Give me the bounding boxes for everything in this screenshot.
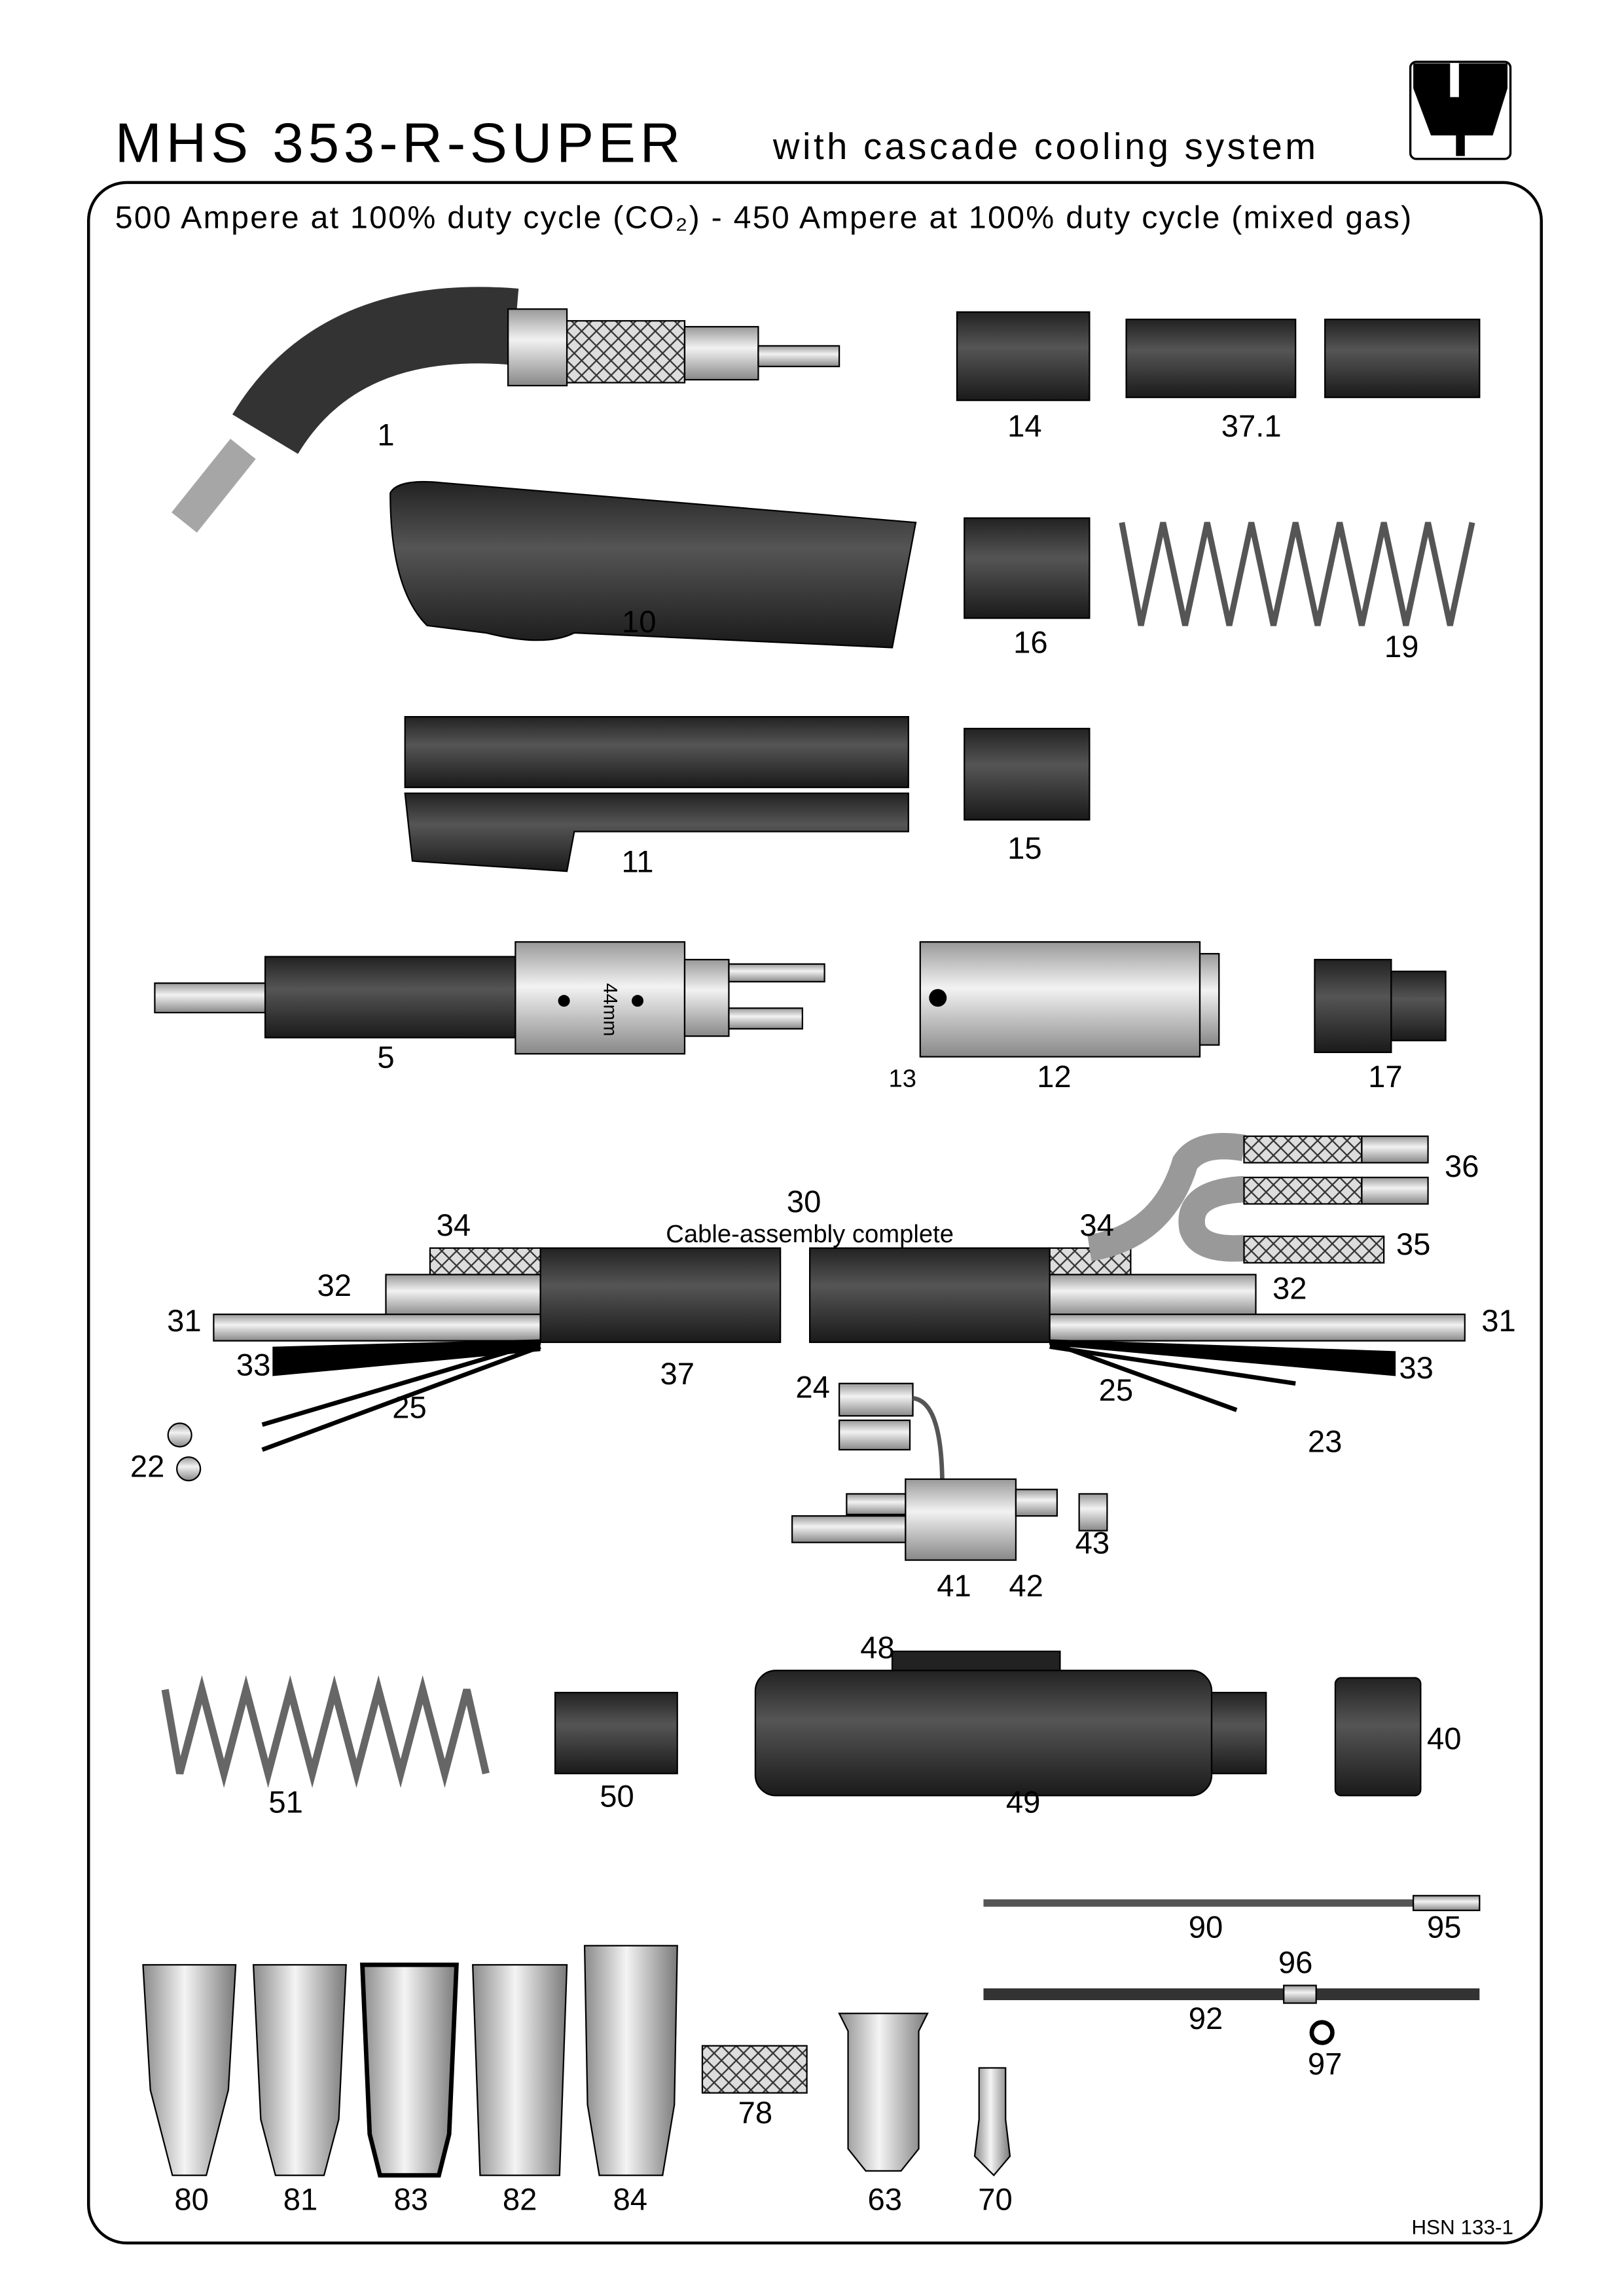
part-49-handle-body <box>754 1650 1267 1797</box>
part-label-22: 22 <box>130 1450 165 1484</box>
part-label-81: 81 <box>283 2183 318 2217</box>
part-label-11: 11 <box>622 844 654 879</box>
part-label-97: 97 <box>1308 2047 1343 2082</box>
part-label-12: 12 <box>1037 1060 1072 1094</box>
part-label-78: 78 <box>738 2096 773 2130</box>
part-11-handle-shell <box>404 716 909 872</box>
part-label-49: 49 <box>1006 1785 1041 1820</box>
part-label-50: 50 <box>600 1779 634 1814</box>
part-19-spring <box>1119 522 1475 626</box>
part-12-cover <box>919 941 1220 1058</box>
part-label-14: 14 <box>1007 409 1042 444</box>
part-label-32: 32 <box>1272 1272 1307 1306</box>
part-label-70: 70 <box>978 2183 1013 2217</box>
part-10-handle <box>389 480 917 649</box>
nozzle-83 <box>359 1962 459 2178</box>
part-92-liner <box>983 1984 1480 2045</box>
diagram-frame <box>87 181 1543 2245</box>
nozzle-82 <box>472 1964 568 2176</box>
part-label-35: 35 <box>1396 1227 1431 1262</box>
part-label-33: 33 <box>1399 1351 1434 1386</box>
part-label-51: 51 <box>268 1785 303 1820</box>
part-50 <box>554 1691 678 1774</box>
part-label-31: 31 <box>1481 1304 1516 1338</box>
nozzle-84 <box>583 1945 678 2176</box>
part-label-31: 31 <box>167 1304 202 1338</box>
part-label-34: 34 <box>1079 1208 1114 1243</box>
part-1-torch-neck <box>171 287 840 533</box>
part-label-23: 23 <box>1308 1424 1343 1459</box>
company-logo <box>1409 60 1512 160</box>
part-90-liner <box>983 1895 1481 1911</box>
product-title: MHS 353-R-SUPER <box>115 112 685 174</box>
dimension-label: 44mm <box>599 983 620 1036</box>
part-label-82: 82 <box>503 2183 537 2217</box>
part-label-37: 37 <box>660 1357 695 1391</box>
part-label-1: 1 <box>377 418 394 452</box>
part-label-25: 25 <box>1099 1373 1134 1408</box>
part-label-17: 17 <box>1368 1060 1403 1094</box>
part-label-19: 19 <box>1384 630 1419 664</box>
nozzle-81 <box>252 1964 347 2176</box>
rating-text: 500 Ampere at 100% duty cycle (CO₂) - 45… <box>115 200 1413 236</box>
part-43 <box>1078 1493 1108 1532</box>
part-51-spring <box>161 1675 490 1788</box>
nozzle-80 <box>142 1964 237 2176</box>
part-label-13: 13 <box>889 1065 917 1093</box>
part-5-neck-body <box>154 941 825 1055</box>
cable-assembly <box>167 1132 1466 1482</box>
part-41-connector <box>791 1382 1108 1561</box>
part-label-84: 84 <box>613 2183 648 2217</box>
part-label-40: 40 <box>1427 1722 1462 1757</box>
part-16 <box>964 517 1091 619</box>
part-label-15: 15 <box>1007 831 1042 866</box>
part-label-90: 90 <box>1189 1910 1223 1945</box>
part-label-42: 42 <box>1009 1569 1043 1604</box>
product-subtitle: with cascade cooling system <box>772 126 1319 167</box>
part-40 <box>1334 1677 1422 1797</box>
part-label-5: 5 <box>377 1041 394 1075</box>
part-label-43: 43 <box>1075 1526 1110 1561</box>
cable-assembly-caption: Cable-assembly complete <box>666 1220 954 1248</box>
part-70-contact-tip <box>973 2067 1011 2177</box>
part-label-36: 36 <box>1445 1149 1479 1184</box>
document-code: HSN 133-1 <box>1411 2216 1513 2239</box>
part-label-41: 41 <box>937 1569 971 1604</box>
part-label-30: 30 <box>787 1185 821 1219</box>
part-17 <box>1314 959 1447 1053</box>
part-label-16: 16 <box>1013 625 1048 660</box>
part-label-83: 83 <box>393 2183 428 2217</box>
part-14 <box>956 311 1091 401</box>
part-label-48: 48 <box>860 1630 895 1665</box>
part-label-33: 33 <box>236 1348 271 1383</box>
part-number-labels: 1 14 37.1 10 16 19 11 15 5 13 12 17 30 34 34 36 35 32 32 31… <box>130 409 1516 2217</box>
part-label-32: 32 <box>317 1268 352 1303</box>
part-37-1-sleeve <box>1125 318 1481 399</box>
part-label-63: 63 <box>868 2183 903 2217</box>
part-13-dot <box>929 989 947 1007</box>
part-label-10: 10 <box>622 605 657 639</box>
part-label-92: 92 <box>1189 2001 1223 2036</box>
part-63-gas-diffuser <box>838 2013 929 2172</box>
part-78 <box>701 2045 808 2094</box>
part-label-25: 25 <box>392 1391 427 1426</box>
part-label-96: 96 <box>1278 1946 1313 1981</box>
part-label-24: 24 <box>795 1370 830 1405</box>
part-label-95: 95 <box>1427 1910 1462 1945</box>
part-label-37-1: 37.1 <box>1221 409 1282 444</box>
part-label-80: 80 <box>174 2183 209 2217</box>
part-label-34: 34 <box>437 1208 471 1243</box>
part-15 <box>964 727 1091 821</box>
